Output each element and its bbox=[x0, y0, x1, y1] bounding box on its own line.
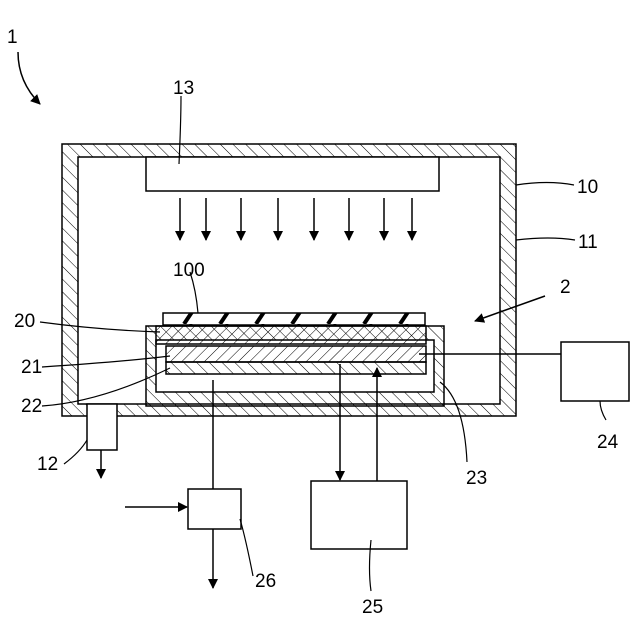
box-26 bbox=[188, 489, 241, 529]
label-box24: 24 bbox=[597, 432, 619, 453]
layer-22 bbox=[166, 362, 426, 374]
workpiece-hatch bbox=[163, 313, 425, 325]
label-workpiece: 100 bbox=[173, 260, 205, 281]
label-space: 11 bbox=[578, 232, 598, 253]
label-chamber: 10 bbox=[577, 177, 598, 198]
box-25 bbox=[311, 481, 407, 549]
exhaust-port bbox=[87, 404, 117, 450]
label-plate: 20 bbox=[14, 311, 35, 332]
layer-21 bbox=[166, 346, 426, 362]
box-24 bbox=[561, 342, 629, 401]
label-layer21: 21 bbox=[21, 357, 42, 378]
label-stage: 2 bbox=[560, 277, 571, 298]
label-source: 13 bbox=[173, 78, 194, 99]
label-holder: 23 bbox=[466, 468, 487, 489]
label-layer22: 22 bbox=[21, 396, 42, 417]
label-device: 1 bbox=[7, 27, 18, 48]
source-unit bbox=[146, 157, 439, 191]
label-exhaust: 12 bbox=[37, 454, 58, 475]
flow-arrows bbox=[180, 198, 412, 240]
plate-20 bbox=[156, 326, 426, 344]
label-box25: 25 bbox=[362, 597, 383, 618]
device-pointer bbox=[18, 52, 40, 104]
label-box26: 26 bbox=[255, 571, 276, 592]
